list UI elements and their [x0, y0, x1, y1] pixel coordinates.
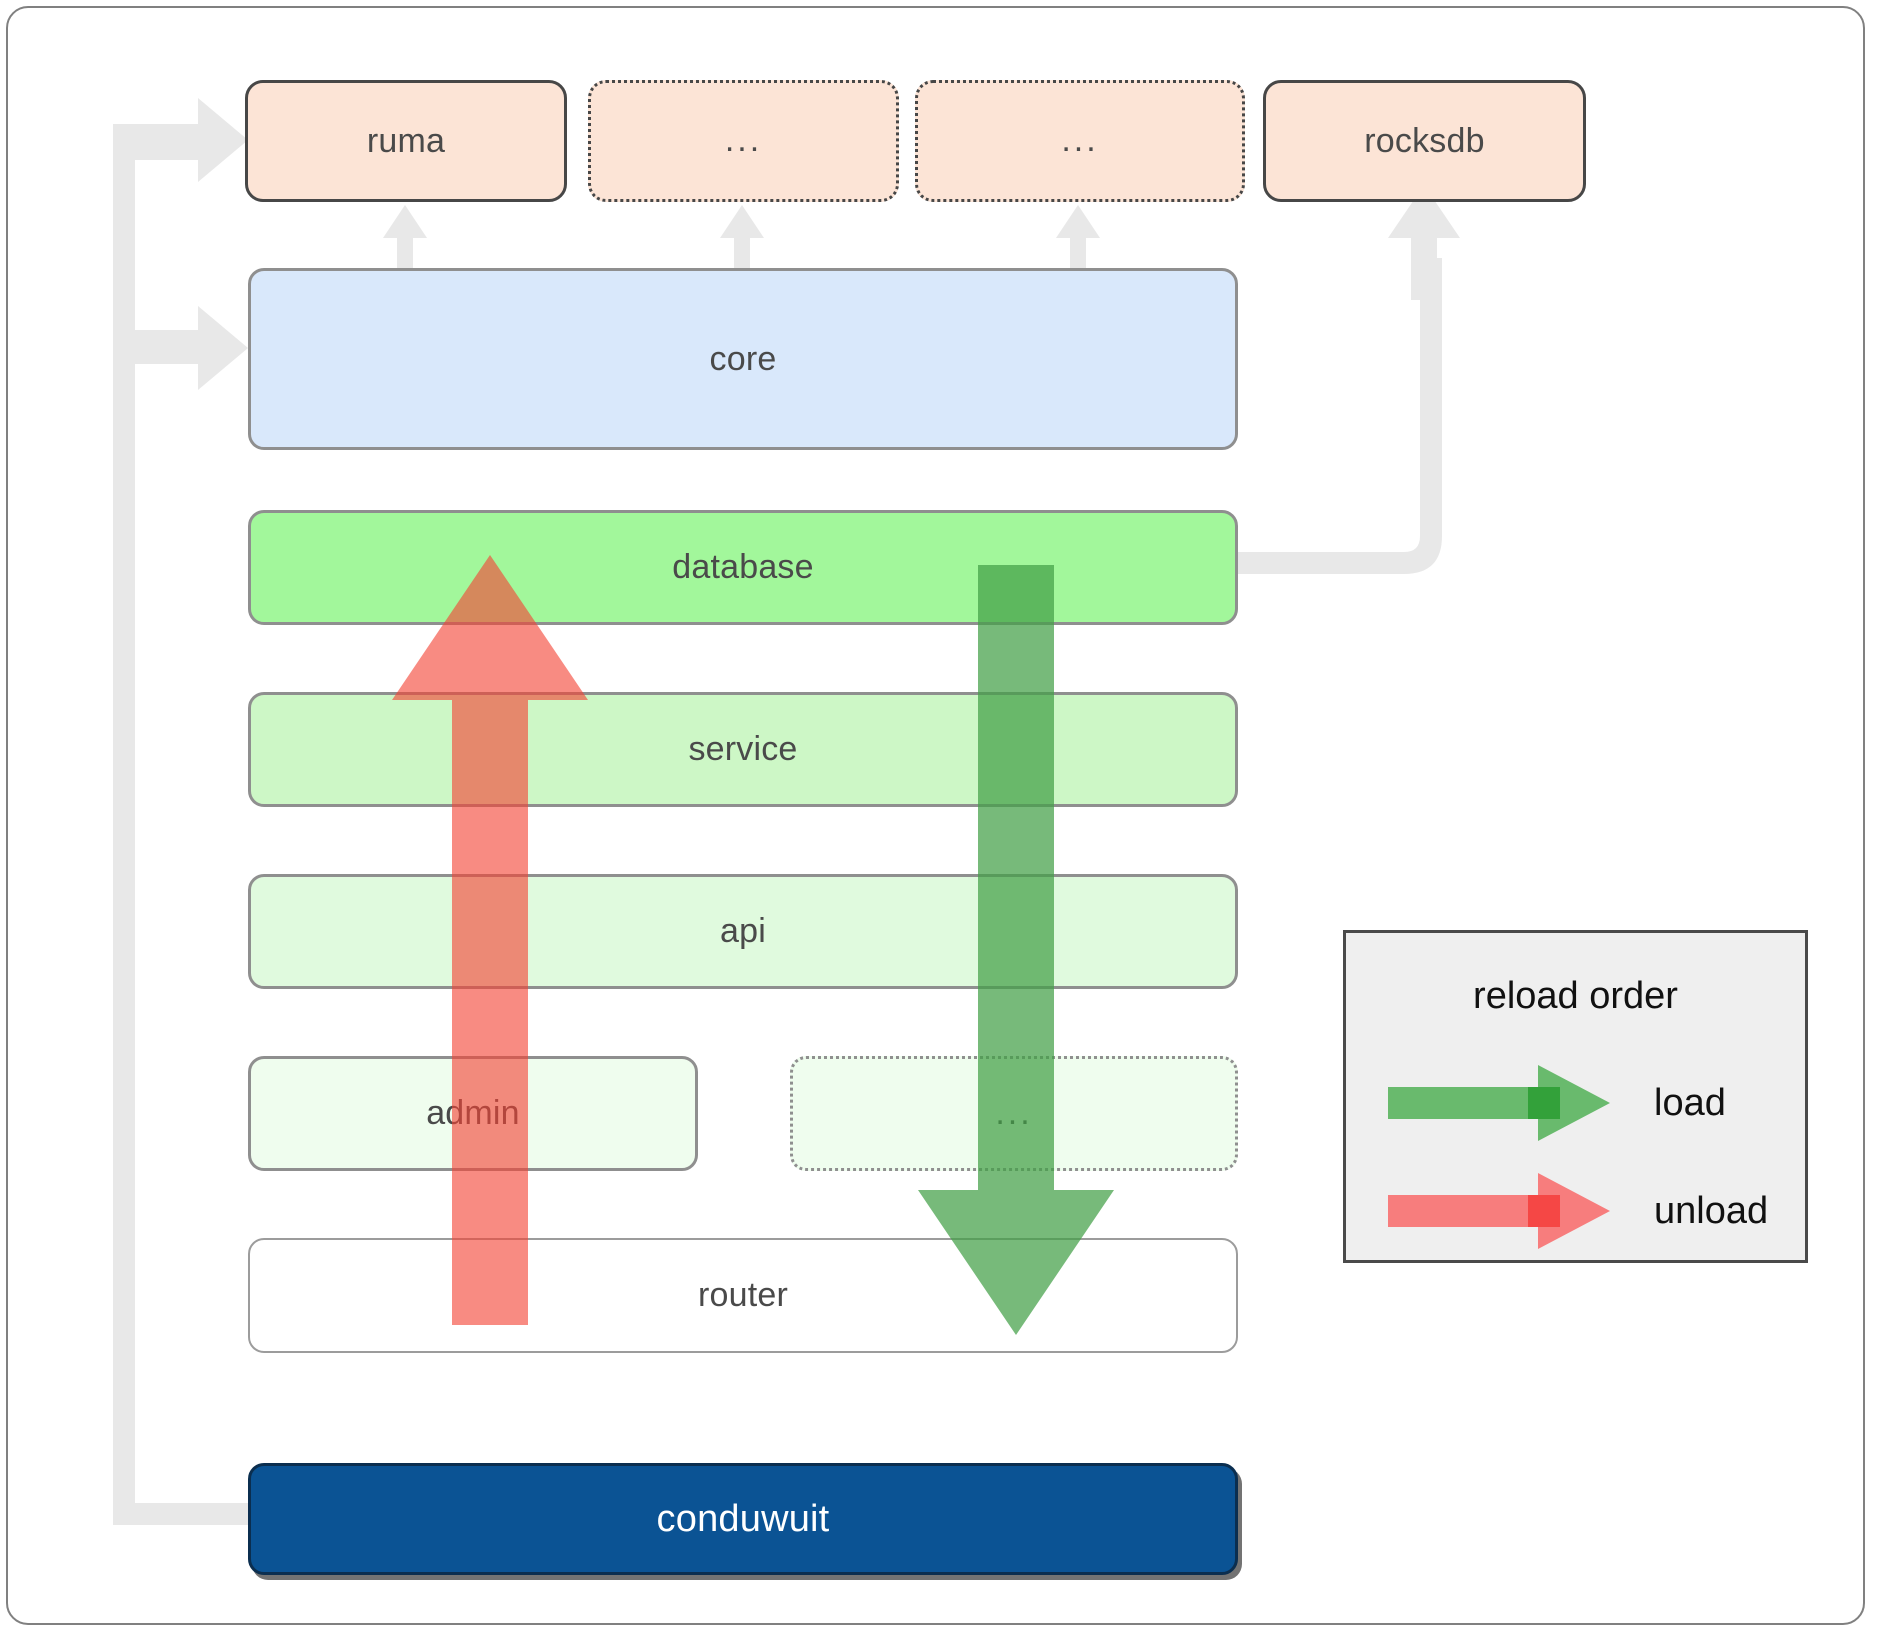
node-sub-ellipsis[interactable]: ...: [790, 1056, 1238, 1171]
node-label-rocksdb: rocksdb: [1364, 121, 1485, 160]
node-database[interactable]: database: [248, 510, 1238, 625]
load-arrow-icon: [1388, 1065, 1610, 1141]
unload-arrow-icon: [1388, 1173, 1610, 1249]
node-label-ellipsis-1: ...: [724, 121, 763, 160]
legend-item-load: load: [1346, 1063, 1805, 1143]
node-ruma[interactable]: ruma: [245, 80, 567, 202]
node-ellipsis-1[interactable]: ...: [588, 80, 899, 202]
node-label-database: database: [672, 548, 814, 586]
node-label-router: router: [697, 1276, 789, 1314]
node-core[interactable]: core: [248, 268, 1238, 450]
legend-panel: reload order load unload: [1343, 930, 1808, 1263]
legend-item-unload: unload: [1346, 1171, 1805, 1251]
node-label-admin: admin: [426, 1094, 520, 1132]
node-service[interactable]: service: [248, 692, 1238, 807]
legend-label-load: load: [1654, 1081, 1726, 1124]
node-label-conduwuit: conduwuit: [656, 1497, 830, 1540]
node-label-sub-ellipsis: ...: [995, 1093, 1033, 1132]
legend-title: reload order: [1473, 975, 1678, 1017]
node-admin[interactable]: admin: [248, 1056, 698, 1171]
diagram-frame: [6, 6, 1865, 1625]
node-label-ellipsis-2: ...: [1061, 121, 1099, 160]
node-conduwuit[interactable]: conduwuit: [248, 1463, 1238, 1575]
legend-label-unload: unload: [1654, 1189, 1769, 1232]
node-label-api: api: [720, 912, 766, 950]
node-ellipsis-2[interactable]: ...: [915, 80, 1245, 202]
node-rocksdb[interactable]: rocksdb: [1263, 80, 1586, 202]
node-label-service: service: [688, 730, 798, 768]
node-label-core: core: [709, 339, 777, 378]
node-api[interactable]: api: [248, 874, 1238, 989]
node-router[interactable]: router: [248, 1238, 1238, 1353]
node-label-ruma: ruma: [366, 121, 446, 160]
